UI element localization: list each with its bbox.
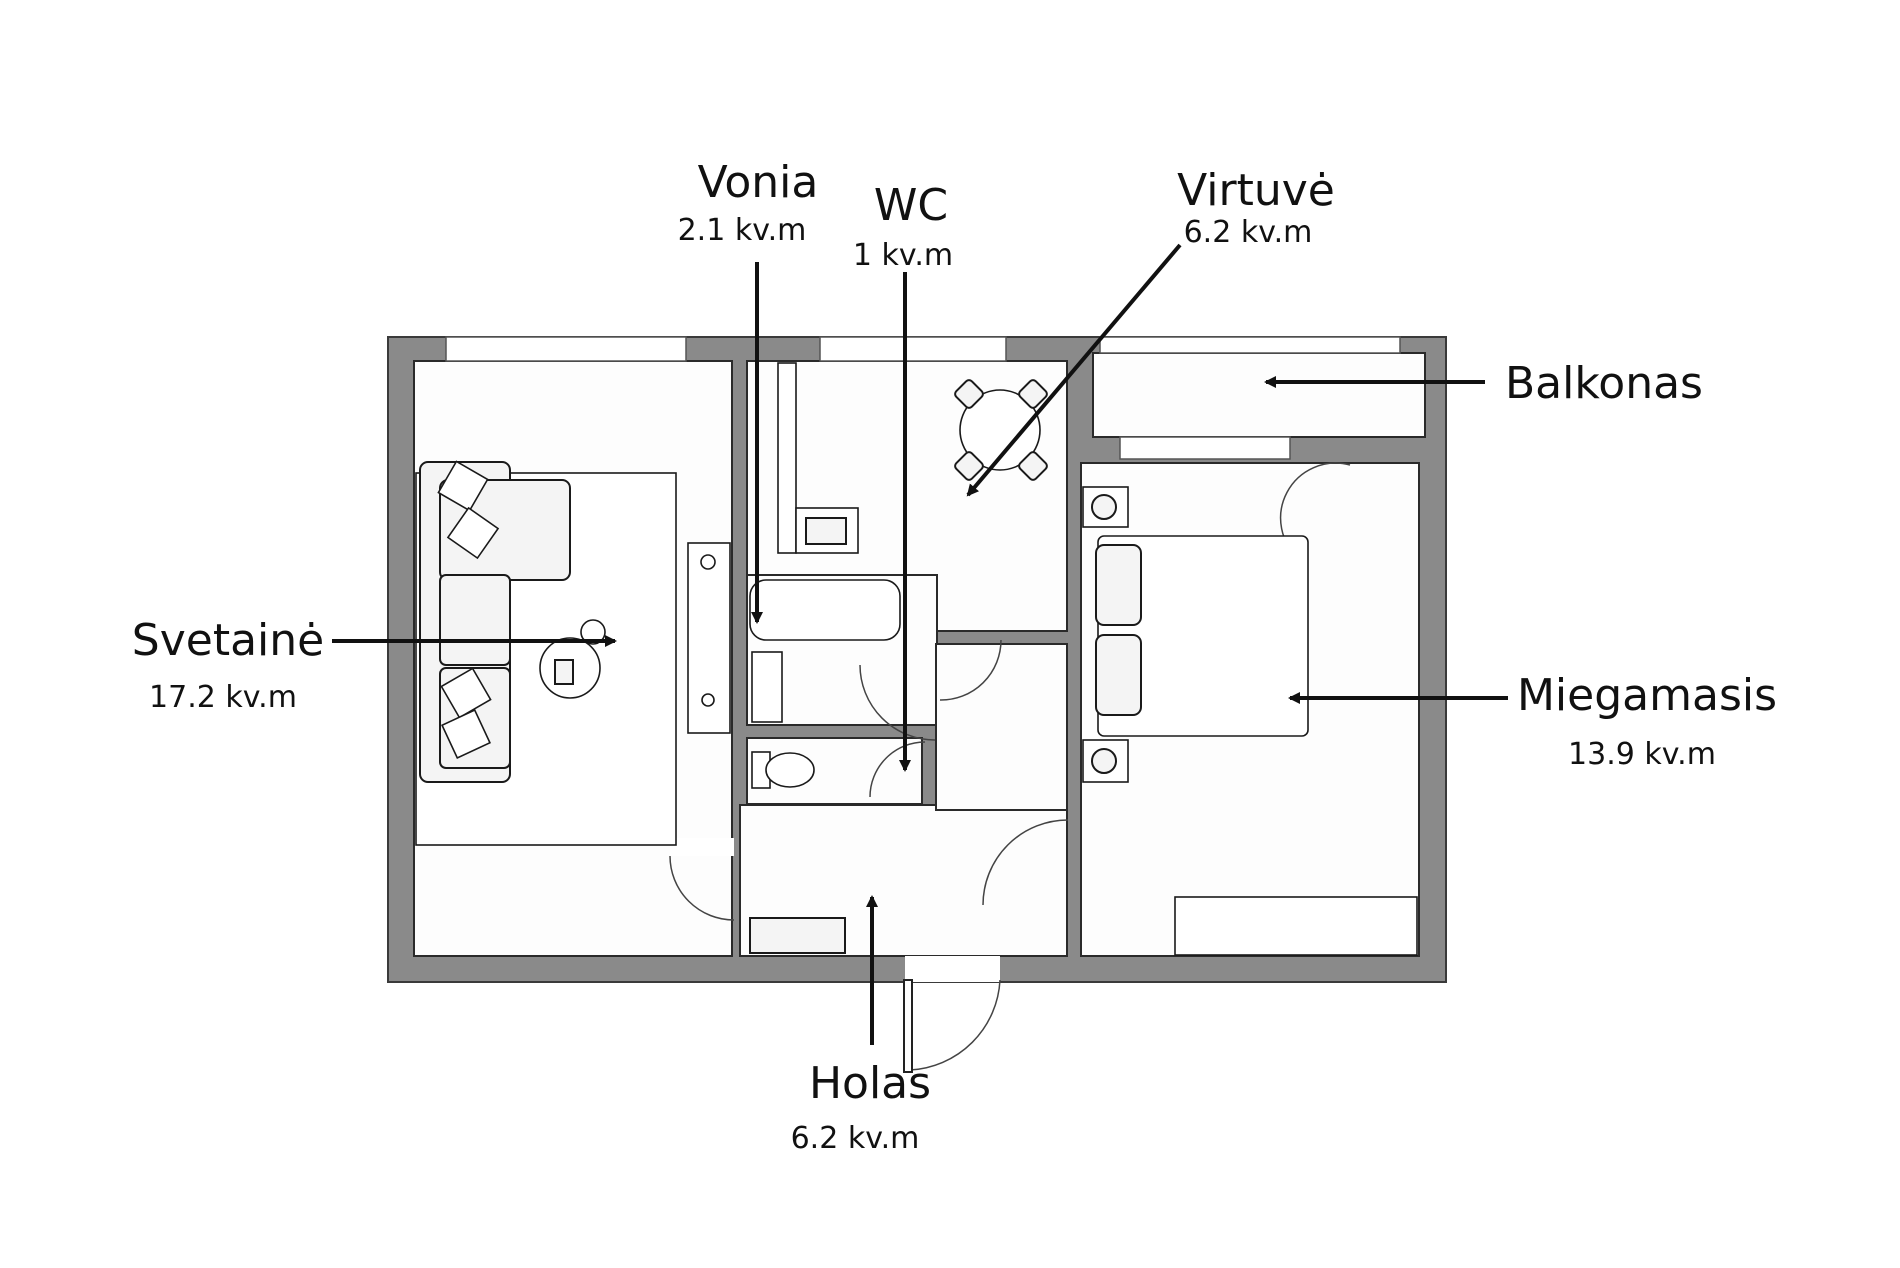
decor <box>701 693 715 707</box>
sofa-seat <box>439 574 511 666</box>
kitchen-furniture <box>777 362 1048 554</box>
plant <box>580 619 606 645</box>
sink <box>805 517 847 545</box>
holas-name: Holas <box>809 1058 931 1109</box>
miegamasis-name: Miegamasis <box>1517 670 1777 721</box>
bedroom-door-swing <box>982 819 1069 906</box>
bathroom-furniture <box>749 579 901 789</box>
dining-table <box>959 389 1041 471</box>
leader-arrows <box>332 243 1508 1045</box>
chair <box>1018 451 1048 481</box>
wc-area: 1 kv.m <box>853 238 953 273</box>
pillow <box>440 667 492 719</box>
decor <box>700 554 716 570</box>
pillow <box>437 460 489 512</box>
entrance-door <box>903 979 913 1073</box>
bedroom-furniture <box>1082 486 1418 956</box>
corridor-floor <box>935 643 1068 811</box>
window <box>819 336 1007 362</box>
bathtub <box>749 579 901 641</box>
virtuve-arrow <box>966 243 1182 497</box>
bed-pillow <box>1095 544 1142 626</box>
kitchen-door-swing <box>939 639 1002 701</box>
door-gap <box>670 838 734 856</box>
kitchen-counter <box>777 362 797 554</box>
vonia-area: 2.1 kv.m <box>678 213 807 248</box>
toilet-bowl <box>765 752 815 788</box>
balkonas-name: Balkonas <box>1505 358 1703 409</box>
room-labels: Vonia 2.1 kv.m WC 1 kv.m Virtuvė 6.2 kv.… <box>132 157 1777 1156</box>
washbasin <box>751 651 783 723</box>
svetaine-name: Svetainė <box>132 615 324 666</box>
miegamasis-area: 13.9 kv.m <box>1568 737 1716 772</box>
doors <box>669 462 1351 1073</box>
living-door-swing <box>669 855 735 921</box>
balcony-floor <box>1092 352 1426 438</box>
entrance-gap <box>905 956 1000 982</box>
living-room-furniture <box>415 460 731 846</box>
shoe-cabinet <box>749 917 846 954</box>
bath-door-swing <box>859 664 936 741</box>
wc-door-swing <box>869 741 926 798</box>
window <box>1099 336 1401 354</box>
pillow <box>441 709 491 759</box>
book <box>554 659 574 685</box>
virtuve-name: Virtuvė <box>1177 165 1335 216</box>
window <box>1119 436 1291 460</box>
lamp <box>1091 748 1117 774</box>
virtuve-area: 6.2 kv.m <box>1184 215 1313 250</box>
bed-pillow <box>1095 634 1142 716</box>
lamp <box>1091 494 1117 520</box>
svetaine-area: 17.2 kv.m <box>149 680 297 715</box>
wc-name: WC <box>874 180 948 231</box>
entrance-door-swing <box>909 979 1001 1071</box>
wardrobe <box>1174 896 1418 956</box>
pillow <box>446 506 500 560</box>
hall-furniture <box>749 917 846 954</box>
holas-area: 6.2 kv.m <box>791 1121 920 1156</box>
bed <box>1097 535 1309 737</box>
chair <box>954 451 984 481</box>
chair <box>1018 379 1048 409</box>
window <box>445 336 687 362</box>
chair <box>954 379 984 409</box>
vonia-name: Vonia <box>698 157 819 208</box>
